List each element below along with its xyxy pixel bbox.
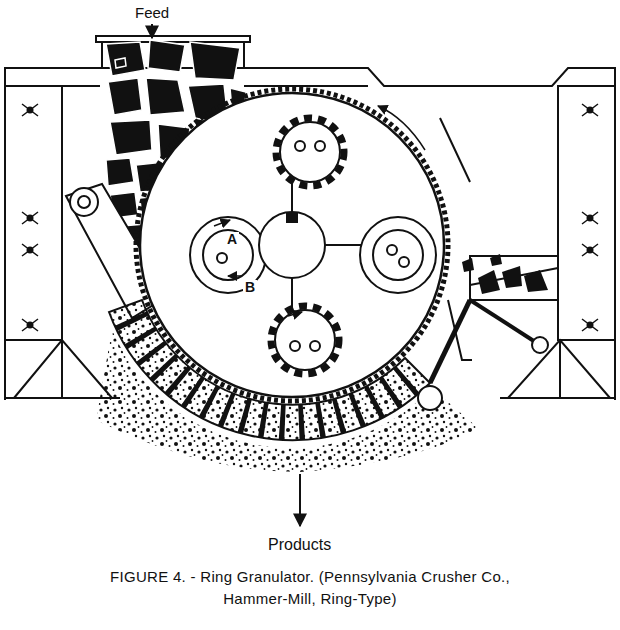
feed-label: Feed bbox=[135, 4, 169, 21]
callout-letter: B bbox=[243, 280, 257, 295]
figure-caption: FIGURE 4. - Ring Granulator. (Pennsylvan… bbox=[100, 566, 520, 610]
callout-letter: A bbox=[225, 232, 239, 247]
products-label: Products bbox=[268, 536, 331, 554]
